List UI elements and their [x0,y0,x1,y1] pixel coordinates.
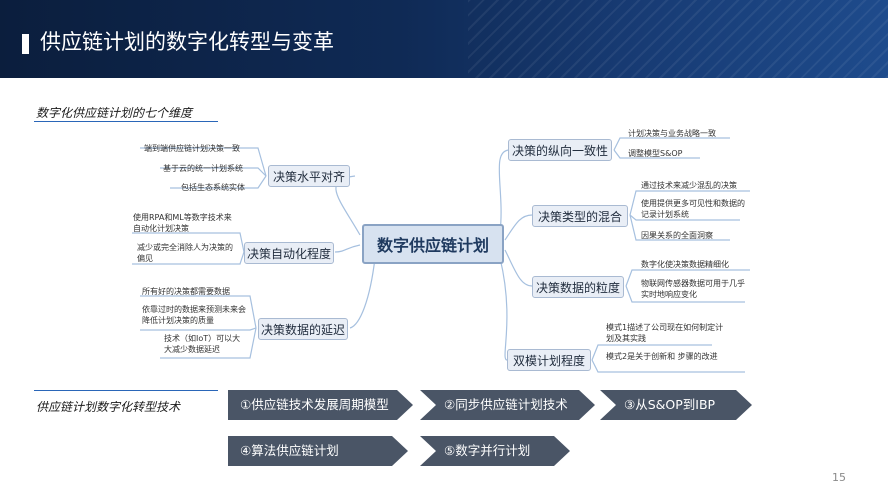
leaf-text: 技术（如IoT）可以大大减少数据延迟 [164,334,241,354]
leaf-text: 端到端供应链计划决策一致 [144,144,240,153]
page-number: 15 [832,471,846,484]
branch-decision-vertical-consistency: 决策的纵向一致性 [508,139,612,161]
leaf-text: 通过技术来减少混乱的决策 [641,181,737,190]
section-label-dimensions: 数字化供应链计划的七个维度 [36,106,193,120]
section-label-technologies: 供应链计划数字化转型技术 [36,400,181,414]
branch-bimodal-planning: 双模计划程度 [507,349,591,371]
header-pattern [468,0,888,78]
tech-arrow-1: ①供应链技术发展周期模型 [228,390,413,420]
tech-arrow-2: ②同步供应链计划技术 [420,390,595,420]
leaf-text: 使用提供更多可见性和数据的记录计划系统 [641,199,745,219]
leaf-text: 使用RPA和ML等数字技术来自动化计划决策 [133,213,232,233]
section-overline [34,390,218,391]
header-banner: 供应链计划的数字化转型与变革 [0,0,888,78]
tech-arrow-3: ③从S&OP到IBP [600,390,752,420]
leaf-text: 计划决策与业务战略一致 [628,129,716,138]
leaf-text: 模式1描述了公司现在如何制定计划及其实践 [606,323,724,343]
branch-decision-type-mix: 决策类型的混合 [532,205,628,227]
leaf-text: 调整模型S&OP [628,149,683,158]
leaf-text: 依靠过时的数据来预测未来会降低计划决策的质量 [142,305,246,325]
leaf-text: 模式2是关于创新和 步骤的改进 [606,352,718,361]
leaf-text: 数字化使决策数据精细化 [641,260,729,269]
leaf-text: 包括生态系统实体 [181,183,245,192]
section-underline [34,121,218,122]
branch-decision-data-granularity: 决策数据的粒度 [532,276,624,298]
branch-decision-automation: 决策自动化程度 [244,242,334,264]
leaf-text: 物联网传感器数据可用于几乎实时地响应变化 [641,279,745,299]
tech-arrow-5: ⑤数字并行计划 [420,436,570,466]
leaf-text: 基于云的统一计划系统 [163,164,243,173]
page-title: 供应链计划的数字化转型与变革 [40,30,334,54]
tech-arrow-4: ④算法供应链计划 [228,436,408,466]
leaf-text: 所有好的决策都需要数据 [142,287,230,296]
mindmap-center-node: 数字供应链计划 [362,224,504,264]
leaf-text: 减少或完全消除人为决策的偏见 [137,243,233,263]
branch-decision-data-latency: 决策数据的延迟 [258,318,348,340]
title-accent-bar [22,34,29,54]
leaf-text: 因果关系的全面洞察 [641,231,713,240]
branch-decision-horizontal-alignment: 决策水平对齐 [268,165,350,187]
